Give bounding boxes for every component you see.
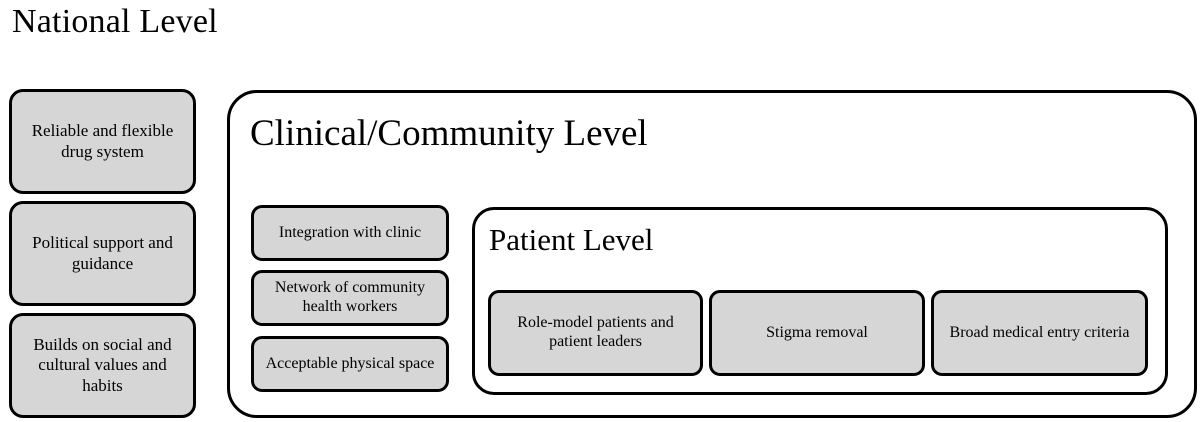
patient-box-stigma-removal: Stigma removal xyxy=(709,290,925,376)
national-box-social-cultural-values: Builds on social and cultural values and… xyxy=(9,313,196,418)
national-box-label: Reliable and flexible drug system xyxy=(31,121,174,161)
national-box-reliable-drug-system: Reliable and flexible drug system xyxy=(9,89,196,194)
clinical-box-label: Integration with clinic xyxy=(278,223,422,241)
patient-box-label: Role-model patients and patient leaders xyxy=(517,314,674,350)
clinical-box-network-community-health-workers: Network of community health workers xyxy=(251,270,449,326)
patient-box-broad-medical-entry-criteria: Broad medical entry criteria xyxy=(931,290,1148,376)
clinical-box-label: Acceptable physical space xyxy=(265,354,435,372)
national-level-title: National Level xyxy=(12,3,218,40)
patient-box-role-model-patients: Role-model patients and patient leaders xyxy=(488,290,703,376)
clinical-box-label: Network of community health workers xyxy=(274,279,426,315)
national-box-label: Builds on social and cultural values and… xyxy=(33,335,172,395)
national-box-label: Political support and guidance xyxy=(32,233,173,273)
clinical-box-acceptable-physical-space: Acceptable physical space xyxy=(251,336,449,392)
clinical-box-integration-with-clinic: Integration with clinic xyxy=(251,205,449,261)
patient-box-label: Broad medical entry criteria xyxy=(949,323,1130,341)
patient-level-title: Patient Level xyxy=(489,222,654,257)
national-box-political-support: Political support and guidance xyxy=(9,201,196,306)
clinical-community-level-title: Clinical/Community Level xyxy=(250,113,648,154)
patient-box-label: Stigma removal xyxy=(766,323,868,341)
